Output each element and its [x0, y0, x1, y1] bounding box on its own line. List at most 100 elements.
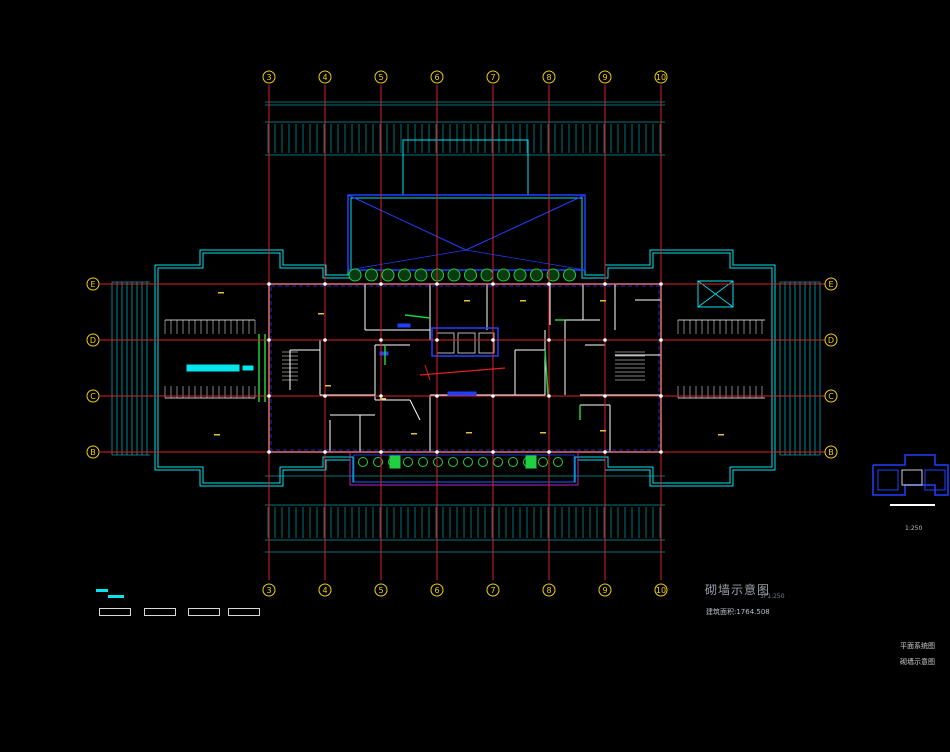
- room-tag: [380, 398, 386, 400]
- blue-stripe-1: [447, 391, 477, 396]
- column-dot: [267, 394, 271, 398]
- tree-top: [447, 268, 461, 282]
- room-tag: [214, 434, 220, 436]
- tree-bottom: [493, 457, 503, 467]
- column-dot: [379, 450, 383, 454]
- axis-bubble-top-7: [486, 70, 500, 84]
- tree-bottom: [418, 457, 428, 467]
- axis-bubble-top-5-label: 5: [378, 73, 383, 82]
- column-dot: [659, 338, 663, 342]
- axis-bubble-bottom-9: [598, 583, 612, 597]
- room-tag: [600, 430, 606, 432]
- tree-bottom: [373, 457, 383, 467]
- axis-bubble-left-D: [86, 333, 100, 347]
- building-outline-outer: [154, 194, 776, 487]
- red-path-2: [424, 364, 431, 381]
- room-tag: [318, 313, 324, 315]
- tree-bottom: [433, 457, 443, 467]
- axis-bubble-bottom-7: [486, 583, 500, 597]
- top-projection: [402, 139, 529, 195]
- legend-swatch-4: [228, 608, 260, 616]
- axis-bubble-bottom-10-label: 10: [656, 586, 666, 595]
- tree-top: [381, 268, 395, 282]
- tree-top: [546, 268, 560, 282]
- tree-bottom: [358, 457, 368, 467]
- planter-1: [389, 455, 401, 469]
- keyplan-wing-right: [924, 469, 946, 491]
- shaft-box: [697, 280, 734, 308]
- side-note-wall-diagram: 砌墙示意图: [900, 658, 935, 666]
- axis-bubble-bottom-6-label: 6: [434, 586, 439, 595]
- room-tag: [540, 432, 546, 434]
- column-dot: [491, 338, 495, 342]
- axis-bubble-bottom-7-label: 7: [490, 586, 495, 595]
- blue-stripe-2: [379, 351, 389, 356]
- column-dot: [603, 450, 607, 454]
- column-dot: [603, 338, 607, 342]
- elevator-3: [478, 332, 495, 354]
- axis-bubble-right-D: [824, 333, 838, 347]
- axis-bubble-bottom-8-label: 8: [546, 586, 551, 595]
- bottom-terrace: [349, 451, 579, 486]
- axis-bubble-top-3-label: 3: [266, 73, 271, 82]
- tree-bottom: [403, 457, 413, 467]
- cyan-bar-left: [186, 364, 240, 372]
- axis-bubble-left-E-label: E: [90, 280, 95, 289]
- keyplan-wing-left: [877, 469, 899, 491]
- column-dot: [491, 450, 495, 454]
- axis-bubble-top-10: [654, 70, 668, 84]
- room-tag: [325, 385, 331, 387]
- column-dot: [267, 450, 271, 454]
- column-dot: [379, 338, 383, 342]
- tree-bottom: [478, 457, 488, 467]
- axis-bubble-bottom-9-label: 9: [602, 586, 607, 595]
- legend-swatch-2: [144, 608, 176, 616]
- column-dot: [491, 394, 495, 398]
- tree-top: [414, 268, 428, 282]
- column-dot: [323, 394, 327, 398]
- room-tag: [718, 434, 724, 436]
- column-dot: [547, 338, 551, 342]
- tree-top: [497, 268, 510, 282]
- blue-stripe-3: [397, 323, 411, 328]
- column-dot: [435, 394, 439, 398]
- axis-bubble-bottom-5: [374, 583, 388, 597]
- axis-bubble-bottom-5-label: 5: [378, 586, 383, 595]
- red-path-1: [419, 367, 506, 376]
- column-dot: [379, 282, 383, 286]
- tree-bottom: [448, 457, 458, 467]
- axis-bubble-top-10-label: 10: [656, 73, 666, 82]
- axis-bubble-top-9-label: 9: [602, 73, 607, 82]
- room-wall-23: [409, 399, 421, 421]
- building-area-text: 建筑面积:1764.508: [706, 608, 770, 616]
- column-dot: [547, 282, 551, 286]
- bottom-terrace-inner: [353, 454, 575, 483]
- column-dot: [491, 282, 495, 286]
- room-tag: [411, 433, 417, 435]
- axis-bubble-top-4-label: 4: [322, 73, 327, 82]
- axis-bubble-top-7-label: 7: [490, 73, 495, 82]
- axis-bubble-top-6-label: 6: [434, 73, 439, 82]
- building-outline-inner: [157, 197, 773, 484]
- axis-bubble-bottom-4-label: 4: [322, 586, 327, 595]
- elevator-core: [431, 327, 499, 357]
- tree-bottom: [538, 457, 548, 467]
- legend-swatch-1: [99, 608, 131, 616]
- axis-bubble-right-E: [824, 277, 838, 291]
- column-dot: [435, 338, 439, 342]
- green-wall-2: [544, 349, 549, 396]
- column-dot: [379, 394, 383, 398]
- column-dot: [323, 338, 327, 342]
- tree-top: [563, 268, 576, 282]
- axis-bubble-bottom-6: [430, 583, 444, 597]
- side-note-system-plan: 平面系统图: [900, 642, 935, 650]
- room-tag: [464, 300, 470, 302]
- axis-bubble-bottom-4: [318, 583, 332, 597]
- axis-bubble-top-5: [374, 70, 388, 84]
- column-dot: [267, 282, 271, 286]
- column-dot: [547, 394, 551, 398]
- planter-2: [525, 455, 537, 469]
- axis-bubble-top-8: [542, 70, 556, 84]
- tree-top: [398, 268, 411, 282]
